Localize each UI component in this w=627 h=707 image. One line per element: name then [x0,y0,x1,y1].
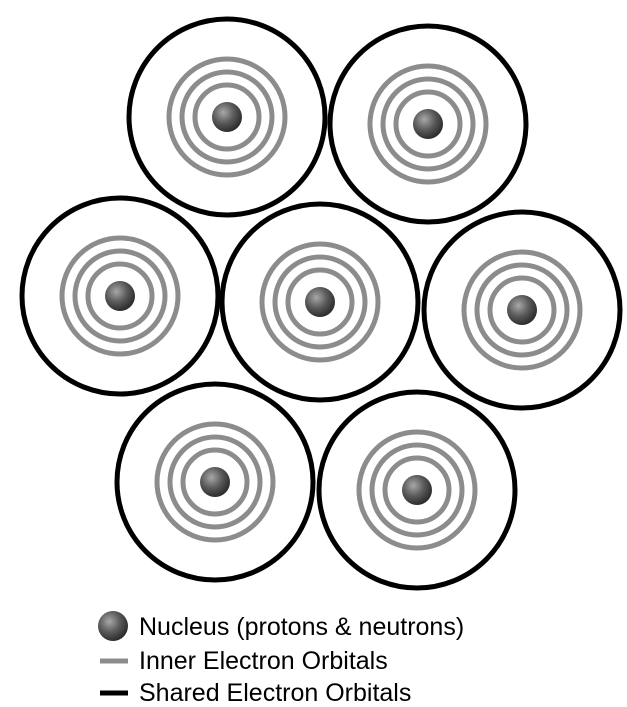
nucleus [105,281,135,311]
nucleus [200,467,230,497]
legend: Nucleus (protons & neutrons) Inner Elect… [98,611,464,707]
atom [117,384,313,580]
legend-item-nucleus: Nucleus (protons & neutrons) [98,611,464,641]
legend-item-inner-orbitals: Inner Electron Orbitals [100,647,388,675]
legend-label-nucleus: Nucleus (protons & neutrons) [139,613,464,641]
nucleus [305,287,335,317]
nucleus [507,295,537,325]
nucleus [413,109,443,139]
nucleus-icon [98,611,128,641]
atom [319,392,515,588]
atom [22,198,218,394]
nucleus [212,102,242,132]
atom [222,204,418,400]
atom [424,212,620,408]
atom [129,19,325,215]
atom [330,26,526,222]
legend-item-shared-orbitals: Shared Electron Orbitals [100,679,411,707]
atoms-group [22,19,620,588]
legend-label-shared-orbitals: Shared Electron Orbitals [139,679,411,707]
nucleus [402,475,432,505]
legend-label-inner-orbitals: Inner Electron Orbitals [139,647,388,675]
